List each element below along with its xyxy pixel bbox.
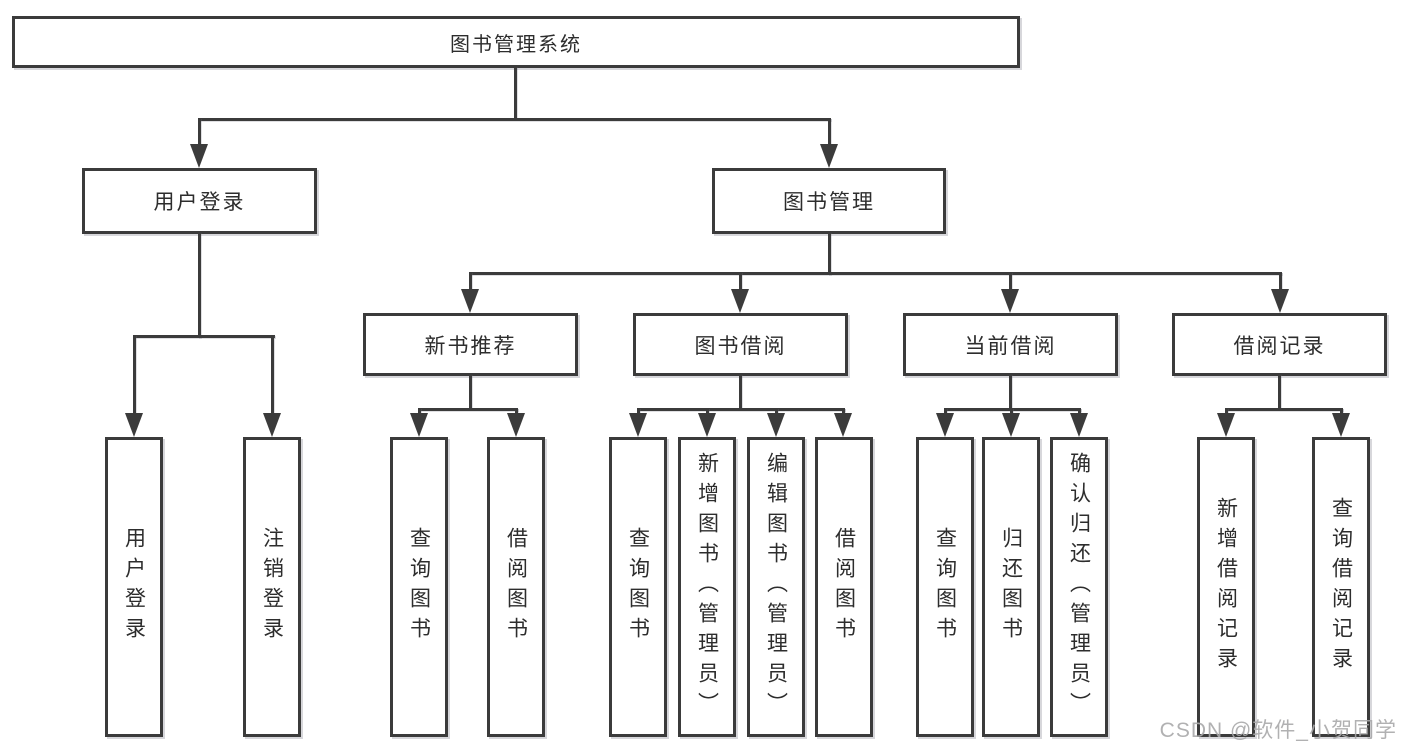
connector-line: [842, 408, 845, 417]
leaf-label: 查询借阅记录: [1329, 497, 1353, 677]
arrowhead-down-icon: [263, 413, 281, 437]
watermark: CSDN @软件_小贺同学: [1159, 719, 1397, 742]
leaf-label: 查询图书: [626, 527, 650, 647]
arrowhead-down-icon: [1271, 289, 1289, 313]
node-current-borrowing: 当前借阅: [903, 313, 1118, 376]
leaf-query-borrow-record: 查询借阅记录: [1312, 437, 1370, 737]
connector-line: [515, 408, 518, 417]
connector-line: [739, 374, 742, 410]
arrowhead-down-icon: [767, 413, 785, 437]
leaf-borrow-books-recommend: 借阅图书: [487, 437, 545, 737]
connector-line: [1078, 408, 1081, 417]
leaf-user-login: 用户登录: [105, 437, 163, 737]
arrowhead-down-icon: [629, 413, 647, 437]
arrowhead-down-icon: [190, 144, 208, 168]
connector-line: [1009, 272, 1012, 292]
connector-line: [469, 272, 1282, 275]
arrowhead-down-icon: [731, 289, 749, 313]
leaf-label: 编辑图书（管理员）: [764, 452, 788, 722]
node-label: 图书管理系统: [450, 33, 582, 56]
arrowhead-down-icon: [1002, 413, 1020, 437]
connector-line: [1225, 408, 1228, 417]
node-label: 用户登录: [153, 191, 246, 214]
leaf-query-books-recommend: 查询图书: [390, 437, 448, 737]
connector-line: [418, 408, 518, 411]
connector-line: [1010, 408, 1013, 417]
node-label: 当前借阅: [964, 334, 1057, 358]
connector-line: [1009, 374, 1012, 410]
node-library-system: 图书管理系统: [12, 16, 1020, 68]
node-label: 图书管理: [783, 191, 875, 214]
leaf-confirm-return-admin: 确认归还（管理员）: [1050, 437, 1108, 737]
leaf-add-borrow-record: 新增借阅记录: [1197, 437, 1255, 737]
arrowhead-down-icon: [820, 144, 838, 168]
connector-line: [514, 66, 517, 120]
arrowhead-down-icon: [1217, 413, 1235, 437]
connector-line: [706, 408, 709, 417]
arrowhead-down-icon: [461, 289, 479, 313]
connector-line: [1340, 408, 1343, 417]
connector-line: [1225, 408, 1343, 411]
leaf-edit-book-admin: 编辑图书（管理员）: [747, 437, 805, 737]
node-new-book-recommend: 新书推荐: [363, 313, 578, 376]
arrowhead-down-icon: [698, 413, 716, 437]
node-label: 借阅记录: [1233, 334, 1326, 358]
leaf-query-books-current: 查询图书: [916, 437, 974, 737]
connector-line: [828, 232, 831, 275]
connector-line: [775, 408, 778, 417]
leaf-label: 归还图书: [999, 527, 1023, 647]
connector-line: [1279, 272, 1282, 292]
arrowhead-down-icon: [834, 413, 852, 437]
connector-line: [469, 374, 472, 410]
arrowhead-down-icon: [1332, 413, 1350, 437]
leaf-label: 查询图书: [933, 527, 957, 647]
connector-line: [418, 408, 421, 417]
leaf-borrow-books-borrowing: 借阅图书: [815, 437, 873, 737]
leaf-label: 新增借阅记录: [1214, 497, 1238, 677]
connector-line: [637, 408, 845, 411]
connector-line: [828, 118, 831, 150]
connector-line: [944, 408, 947, 417]
connector-line: [133, 335, 275, 338]
connector-line: [198, 118, 831, 121]
arrowhead-down-icon: [1001, 289, 1019, 313]
leaf-label: 确认归还（管理员）: [1067, 452, 1091, 722]
leaf-label: 用户登录: [122, 527, 146, 647]
connector-line: [739, 272, 742, 292]
leaf-add-book-admin: 新增图书（管理员）: [678, 437, 736, 737]
connector-line: [271, 335, 274, 417]
leaf-query-books-borrowing: 查询图书: [609, 437, 667, 737]
leaf-label: 新增图书（管理员）: [695, 452, 719, 722]
node-user-login: 用户登录: [82, 168, 317, 234]
arrowhead-down-icon: [936, 413, 954, 437]
leaf-label: 注销登录: [260, 527, 284, 647]
node-book-borrowing: 图书借阅: [633, 313, 848, 376]
connector-line: [637, 408, 640, 417]
leaf-label: 查询图书: [407, 527, 431, 647]
leaf-label: 借阅图书: [504, 527, 528, 647]
node-borrow-records: 借阅记录: [1172, 313, 1387, 376]
arrowhead-down-icon: [1070, 413, 1088, 437]
arrowhead-down-icon: [125, 413, 143, 437]
leaf-logout: 注销登录: [243, 437, 301, 737]
arrowhead-down-icon: [410, 413, 428, 437]
connector-line: [469, 272, 472, 292]
connector-line: [198, 232, 201, 338]
connector-line: [198, 118, 201, 150]
connector-line: [1278, 374, 1281, 410]
leaf-label: 借阅图书: [832, 527, 856, 647]
leaf-return-book: 归还图书: [982, 437, 1040, 737]
connector-line: [133, 335, 136, 417]
node-book-management: 图书管理: [712, 168, 946, 234]
node-label: 图书借阅: [694, 334, 787, 358]
arrowhead-down-icon: [507, 413, 525, 437]
node-label: 新书推荐: [424, 334, 517, 358]
